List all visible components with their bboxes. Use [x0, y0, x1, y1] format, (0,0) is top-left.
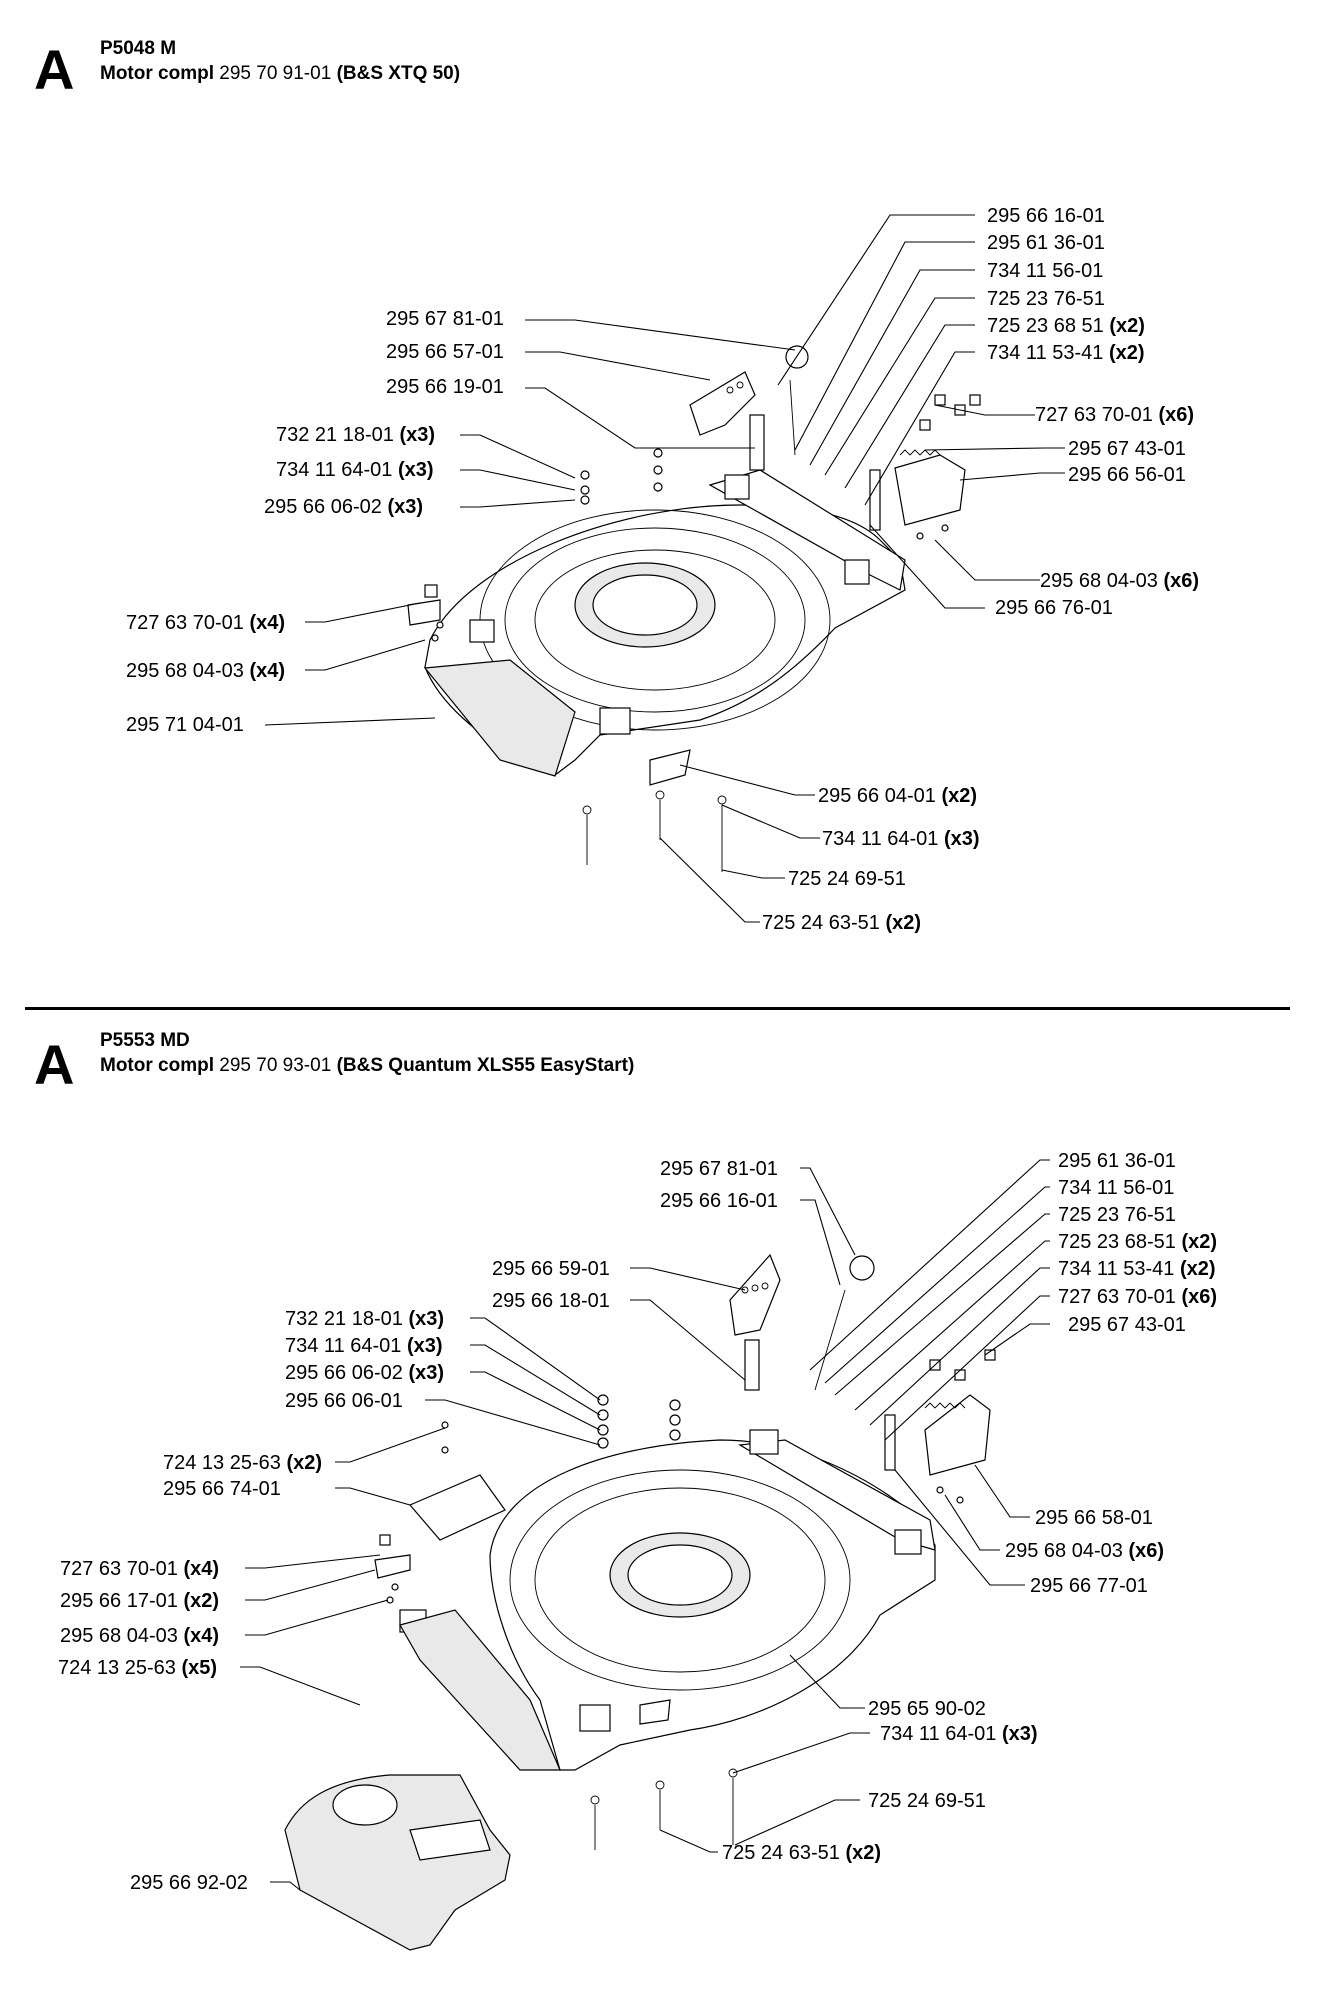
callout-b-7: 734 11 53-41 (x2): [1058, 1258, 1216, 1280]
section-b-motor-number: 295 70 93-01: [219, 1055, 332, 1076]
front-plate-a: [423, 659, 576, 777]
section-b-motor-prefix: Motor compl: [100, 1055, 214, 1076]
callout-b-0: 295 67 81-01: [660, 1158, 778, 1180]
callout-b-12: 734 11 64-01 (x3): [285, 1335, 443, 1357]
callout-b-2: 734 11 56-01: [1058, 1177, 1174, 1199]
callout-a-23: 725 24 63-51 (x2): [762, 912, 921, 934]
section-b-drawing: [284, 1253, 996, 1951]
callout-b-8: 295 66 18-01: [492, 1290, 610, 1312]
callout-a-18: 295 68 04-03 (x4): [126, 660, 285, 682]
section-a-letter: A: [34, 38, 75, 101]
handle-knob-b: [849, 1255, 875, 1281]
callout-a-0: 295 66 16-01: [987, 205, 1105, 227]
section-b-motor-desc: (B&S Quantum XLS55 EasyStart): [336, 1055, 635, 1076]
section-b-model: P5553 MD: [100, 1030, 190, 1051]
callout-a-22: 725 24 69-51: [788, 868, 906, 890]
callout-b-16: 295 66 74-01: [163, 1478, 281, 1500]
callout-b-20: 727 63 70-01 (x4): [60, 1558, 219, 1580]
callout-b-1: 295 61 36-01: [1058, 1150, 1176, 1172]
callout-b-15: 724 13 25-63 (x2): [163, 1452, 322, 1474]
callout-b-4: 725 23 76-51: [1058, 1204, 1176, 1226]
rear-frame-b: [399, 1609, 561, 1771]
callout-a-2: 734 11 56-01: [987, 260, 1103, 282]
callout-a-3: 725 23 76-51: [987, 288, 1105, 310]
callout-b-21: 295 66 17-01 (x2): [60, 1590, 219, 1612]
callout-a-11: 295 67 43-01: [1068, 438, 1186, 460]
callout-a-14: 295 66 06-02 (x3): [264, 496, 423, 518]
callout-b-11: 295 67 43-01: [1068, 1314, 1186, 1336]
callout-a-5: 734 11 53-41 (x2): [987, 342, 1145, 364]
section-a-leaders: [264, 214, 1065, 923]
callout-a-16: 295 66 76-01: [995, 597, 1113, 619]
callout-b-6: 295 66 59-01: [492, 1258, 610, 1280]
callout-a-13: 295 66 56-01: [1068, 464, 1186, 486]
callout-b-23: 724 13 25-63 (x5): [58, 1657, 217, 1679]
section-b-labels: 295 67 81-01 295 61 36-01 734 11 56-01 2…: [58, 1150, 1217, 1894]
height-bracket-a: [689, 371, 756, 436]
callout-b-17: 295 66 58-01: [1035, 1507, 1153, 1529]
callout-b-24: 295 65 90-02: [868, 1698, 986, 1720]
callout-b-26: 725 24 69-51: [868, 1790, 986, 1812]
callout-a-17: 727 63 70-01 (x4): [126, 612, 285, 634]
callout-b-19: 295 66 77-01: [1030, 1575, 1148, 1597]
section-a-motor-desc: (B&S XTQ 50): [336, 63, 461, 84]
callout-a-1: 295 61 36-01: [987, 232, 1105, 254]
section-a-motor-prefix: Motor compl: [100, 63, 214, 84]
callout-b-18: 295 68 04-03 (x6): [1005, 1540, 1164, 1562]
section-b-leaders: [240, 1159, 1050, 1891]
callout-b-22: 295 68 04-03 (x4): [60, 1625, 219, 1647]
callout-b-27: 725 24 63-51 (x2): [722, 1842, 881, 1864]
callout-b-28: 295 66 92-02: [130, 1872, 248, 1894]
callout-b-25: 734 11 64-01 (x3): [880, 1723, 1038, 1745]
callout-a-8: 295 66 19-01: [386, 376, 504, 398]
callout-a-7: 295 66 57-01: [386, 341, 504, 363]
callout-b-14: 295 66 06-01: [285, 1390, 403, 1412]
section-a-motor-number: 295 70 91-01: [219, 63, 332, 84]
callout-a-4: 725 23 68 51 (x2): [987, 315, 1145, 337]
callout-a-19: 295 71 04-01: [126, 714, 244, 736]
callout-a-10: 732 21 18-01 (x3): [276, 424, 435, 446]
callout-b-10: 732 21 18-01 (x3): [285, 1308, 444, 1330]
section-a-drawing: [407, 345, 981, 872]
section-a-motor: Motor compl 295 70 91-01 (B&S XTQ 50): [100, 63, 460, 85]
callout-b-13: 295 66 06-02 (x3): [285, 1362, 444, 1384]
callout-a-9: 727 63 70-01 (x6): [1035, 404, 1194, 426]
section-b-letter: A: [34, 1033, 75, 1096]
section-a-model: P5048 M: [100, 38, 177, 59]
chute-cover-b: [409, 1474, 506, 1541]
callout-a-12: 734 11 64-01 (x3): [276, 459, 434, 481]
callout-a-21: 734 11 64-01 (x3): [822, 828, 980, 850]
callout-a-6: 295 67 81-01: [386, 308, 504, 330]
section-a-labels: 295 66 16-01 295 61 36-01 734 11 56-01 7…: [126, 205, 1199, 934]
mulch-plug-b: [284, 1774, 511, 1951]
section-divider: [25, 1007, 1290, 1010]
callout-b-9: 727 63 70-01 (x6): [1058, 1286, 1217, 1308]
height-bracket-b: [729, 1253, 781, 1336]
callout-a-20: 295 66 04-01 (x2): [818, 785, 977, 807]
callout-b-3: 295 66 16-01: [660, 1190, 778, 1212]
callout-b-5: 725 23 68-51 (x2): [1058, 1231, 1217, 1253]
callout-a-15: 295 68 04-03 (x6): [1040, 570, 1199, 592]
section-b-motor: Motor compl 295 70 93-01 (B&S Quantum XL…: [100, 1055, 634, 1077]
